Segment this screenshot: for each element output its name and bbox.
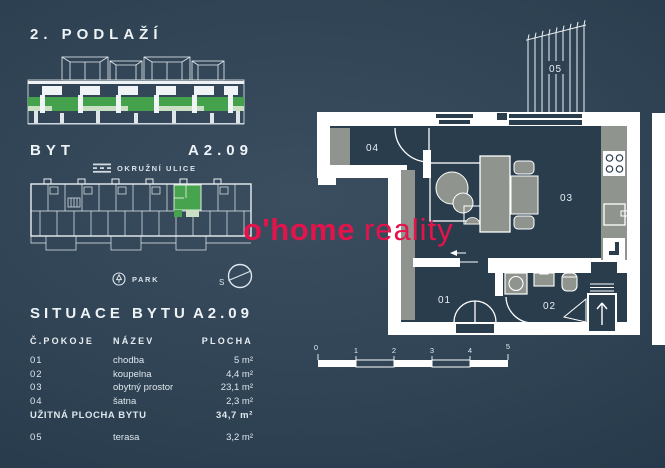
scale-tick-label: 5: [506, 342, 510, 351]
room-area: 4,4 m²: [226, 368, 253, 380]
tree-icon: [112, 272, 126, 286]
scale-tick-label: 0: [314, 343, 318, 352]
situace-row: SITUACE BYTU A2.09: [30, 305, 253, 322]
washing-machine-icon: [504, 272, 528, 295]
shower-door-icon: [562, 297, 587, 323]
hallway-wardrobe: [401, 170, 415, 320]
sofa-icon: [479, 155, 511, 233]
scale-bar: 0 1 2 3 4 5: [314, 342, 510, 368]
duct-shaft: [591, 262, 617, 280]
room-number: 03: [30, 382, 43, 394]
room-label-05: 05: [549, 64, 562, 75]
terrace-label-chip: [546, 61, 566, 74]
room-area: 5 m²: [234, 355, 253, 366]
table-row: 04 šatna 2,3 m²: [30, 395, 253, 409]
hall-living-divider: [413, 250, 627, 280]
site-plan-drawing: [30, 178, 252, 251]
byt-row: BYT A2.09: [30, 142, 253, 159]
neighbor-wall-strip: [652, 113, 665, 345]
room-name: chodba: [113, 355, 145, 366]
room-number: 01: [30, 355, 43, 366]
road-icon: [93, 163, 111, 173]
chair-icon: [513, 160, 535, 175]
room-area: 2,3 m²: [226, 395, 253, 407]
door-arc-02: [505, 296, 533, 324]
park-row: PARK: [112, 272, 159, 286]
terrace-deck: [525, 20, 587, 123]
table-total-row: UŽITNÁ PLOCHA BYTU 34,7 m²: [30, 409, 253, 423]
siteplan-units: [30, 184, 251, 251]
street-label: OKRUŽNÍ ULICE: [117, 163, 197, 173]
cushion-icon: [452, 192, 474, 214]
room-number: 04: [30, 395, 43, 407]
table-row: 03 obytný prostor 23,1 m²: [30, 381, 253, 395]
table-row-terrace: 05 terasa 3,2 m²: [30, 431, 253, 445]
col-header-number: Č.POKOJE: [30, 336, 95, 346]
scale-tick-label: 2: [392, 346, 396, 355]
table-row: 02 koupelna 4,4 m²: [30, 368, 253, 382]
room-name: terasa: [113, 432, 140, 444]
scale-tick-label: 1: [354, 346, 358, 355]
byt-unit-number: A2.09: [187, 142, 253, 159]
living-room-furniture: [429, 155, 539, 233]
fridge-icon: [603, 238, 625, 260]
kitchen-sink-icon: [603, 203, 626, 226]
entrance-door: [453, 300, 497, 323]
room-name: obytný prostor: [113, 382, 174, 394]
room-area: 23,1 m²: [220, 382, 253, 394]
scale-tick-label: 3: [430, 346, 434, 355]
compass-south-label: S: [219, 278, 224, 287]
room-number: 05: [30, 432, 43, 444]
wall-openings: [436, 113, 582, 333]
table-row: 01 chodba 5 m²: [30, 354, 253, 368]
floor-title: 2. PODLAŽÍ: [30, 26, 163, 43]
entry-direction-arrow: [450, 250, 457, 256]
watermark-bold: o'home: [243, 212, 355, 247]
toilet-icon: [561, 272, 578, 292]
apartment-floorplan-drawing: 05 04: [314, 20, 665, 368]
room-name: šatna: [113, 395, 137, 407]
stove-icon: [603, 151, 625, 176]
watermark-light: reality: [363, 212, 454, 247]
room-number: 02: [30, 368, 43, 380]
park-label: PARK: [132, 274, 160, 284]
kitchen: [601, 126, 629, 260]
room-label-01: 01: [438, 295, 451, 306]
total-label: UŽITNÁ PLOCHA BYTU: [30, 410, 147, 422]
rooms-table: Č.POKOJE NÁZEV PLOCHA 01 chodba 5 m² 02 …: [30, 336, 253, 445]
siteplan-highlighted-unit: [173, 184, 202, 217]
street-row: OKRUŽNÍ ULICE: [93, 162, 197, 174]
door-arc-04: [394, 127, 430, 163]
room-label-04: 04: [366, 143, 379, 154]
room-label-03: 03: [560, 193, 573, 204]
situace-unit-number: A2.09: [192, 305, 253, 322]
room-area: 3,2 m²: [226, 432, 253, 444]
total-area: 34,7 m²: [216, 410, 253, 422]
bathroom: [495, 267, 617, 335]
byt-label: BYT: [30, 142, 75, 159]
dining-table-icon: [510, 175, 539, 215]
situace-title: SITUACE BYTU: [30, 305, 189, 322]
elevation-penthouses: [61, 56, 225, 81]
compass-icon: S: [219, 263, 253, 289]
faucet-icon: [539, 267, 549, 275]
sink-icon: [533, 272, 555, 287]
room-04-closet: [330, 127, 431, 178]
room-label-02: 02: [543, 301, 556, 312]
rooms-table-header: Č.POKOJE NÁZEV PLOCHA: [30, 336, 253, 346]
elevation-highlight-band: [28, 97, 244, 106]
col-header-name: NÁZEV: [113, 336, 155, 346]
room-name: koupelna: [113, 368, 152, 380]
elevation-body: [27, 79, 245, 125]
building-elevation-drawing: [27, 56, 245, 125]
chair-icon: [513, 215, 535, 230]
scale-tick-label: 4: [468, 346, 472, 355]
col-header-area: PLOCHA: [201, 336, 253, 346]
